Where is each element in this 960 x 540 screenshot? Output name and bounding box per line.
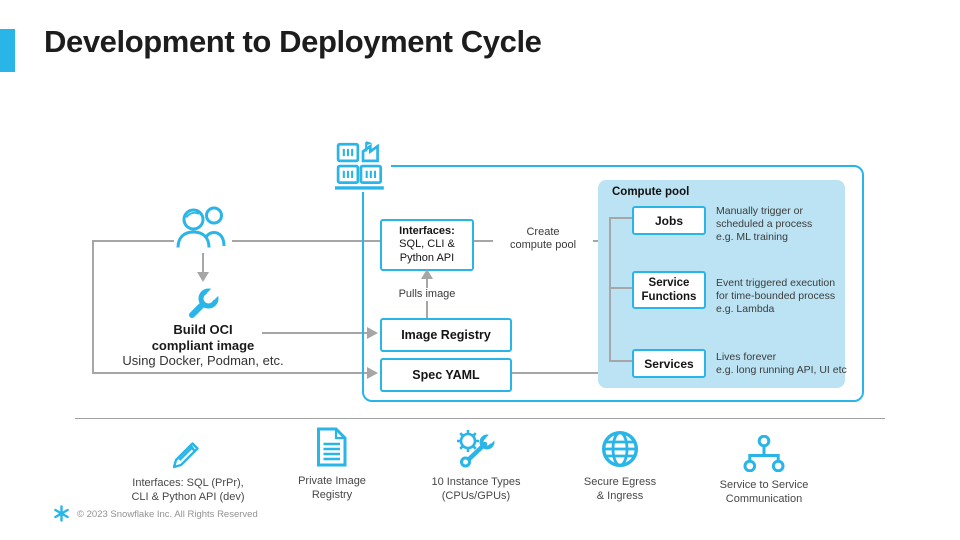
- service-functions-desc-line3: e.g. Lambda: [716, 303, 775, 315]
- build-oci-line1: Build OCI: [173, 322, 233, 337]
- jobs-desc-line2: scheduled a process: [716, 218, 813, 230]
- pencil-icon: [108, 428, 268, 470]
- build-oci-line3: Using Docker, Podman, etc.: [122, 353, 284, 368]
- interfaces-line2: SQL, CLI &: [399, 238, 455, 251]
- feature-label: (CPUs/GPUs): [441, 489, 511, 502]
- users-icon: [172, 205, 234, 249]
- feature-label: CLI & Python API (dev): [131, 490, 245, 503]
- connector-line: [232, 240, 380, 242]
- feature-s2s: Service to Service Communication: [684, 430, 844, 506]
- snowflake-logo-icon: [53, 505, 71, 523]
- connector-line: [92, 240, 174, 242]
- interfaces-title: Interfaces:: [399, 224, 455, 237]
- feature-label: Secure Egress: [583, 476, 657, 488]
- connector-line: [609, 360, 632, 362]
- services-desc: Lives forever e.g. long running API, UI …: [716, 351, 847, 377]
- arrowhead: [421, 269, 433, 279]
- feature-label: Interfaces: SQL (PrPr),: [132, 477, 244, 489]
- feature-interfaces: Interfaces: SQL (PrPr), CLI & Python API…: [108, 428, 268, 504]
- divider: [75, 418, 885, 419]
- service-functions-box: Service Functions: [632, 271, 706, 309]
- service-functions-desc-line2: for time-bounded process: [716, 290, 836, 302]
- arrowhead: [367, 327, 378, 339]
- spec-yaml-box: Spec YAML: [380, 358, 512, 392]
- feature-label: Private Image: [298, 475, 366, 487]
- compute-pool-label: Compute pool: [612, 186, 690, 198]
- connector-line: [609, 217, 632, 219]
- connector-line: [92, 372, 368, 374]
- jobs-desc: Manually trigger or scheduled a process …: [716, 205, 812, 244]
- connector-line: [609, 217, 611, 362]
- jobs-box: Jobs: [632, 206, 706, 235]
- platform-border: [362, 165, 864, 402]
- connector-line: [202, 253, 204, 274]
- data-center-icon: [333, 138, 391, 192]
- feature-label: Service to Service: [719, 479, 809, 491]
- service-functions-desc-line1: Event triggered execution: [716, 277, 836, 289]
- network-icon: [684, 430, 844, 472]
- feature-egress: Secure Egress & Ingress: [540, 427, 700, 503]
- create-pool-label: Create compute pool: [493, 226, 593, 252]
- feature-registry: Private Image Registry: [252, 426, 412, 502]
- pulls-image-label: Pulls image: [386, 288, 468, 301]
- feature-label: & Ingress: [596, 489, 644, 502]
- jobs-desc-line3: e.g. ML training: [716, 231, 788, 243]
- services-desc-line2: e.g. long running API, UI etc: [716, 364, 847, 376]
- title-accent-bar: [0, 29, 15, 72]
- image-registry-box: Image Registry: [380, 318, 512, 352]
- gear-wrench-icon: [396, 427, 556, 469]
- feature-label: Communication: [725, 492, 803, 505]
- page-title: Development to Deployment Cycle: [44, 24, 542, 59]
- services-box: Services: [632, 349, 706, 378]
- connector-line: [92, 240, 94, 374]
- wrench-icon: [183, 283, 223, 323]
- globe-icon: [540, 427, 700, 469]
- build-oci-label: Build OCI compliant image Using Docker, …: [83, 322, 323, 369]
- interfaces-box: Interfaces: SQL, CLI & Python API: [380, 219, 474, 271]
- connector-line: [262, 332, 368, 334]
- interfaces-line3: Python API: [399, 251, 455, 264]
- feature-label: 10 Instance Types: [431, 476, 521, 488]
- build-oci-line2: compliant image: [151, 337, 255, 353]
- connector-line: [609, 287, 632, 289]
- jobs-desc-line1: Manually trigger or: [716, 205, 803, 217]
- feature-label: Registry: [311, 488, 353, 501]
- feature-instances: 10 Instance Types (CPUs/GPUs): [396, 427, 556, 503]
- arrowhead: [367, 367, 378, 379]
- arrowhead: [197, 272, 209, 282]
- service-functions-desc: Event triggered execution for time-bound…: [716, 277, 835, 316]
- create-pool-line2: compute pool: [509, 239, 577, 251]
- document-icon: [252, 426, 412, 468]
- copyright-text: © 2023 Snowflake Inc. All Rights Reserve…: [77, 509, 258, 520]
- create-pool-line1: Create: [526, 226, 560, 238]
- services-desc-line1: Lives forever: [716, 351, 777, 363]
- connector-line: [508, 372, 621, 374]
